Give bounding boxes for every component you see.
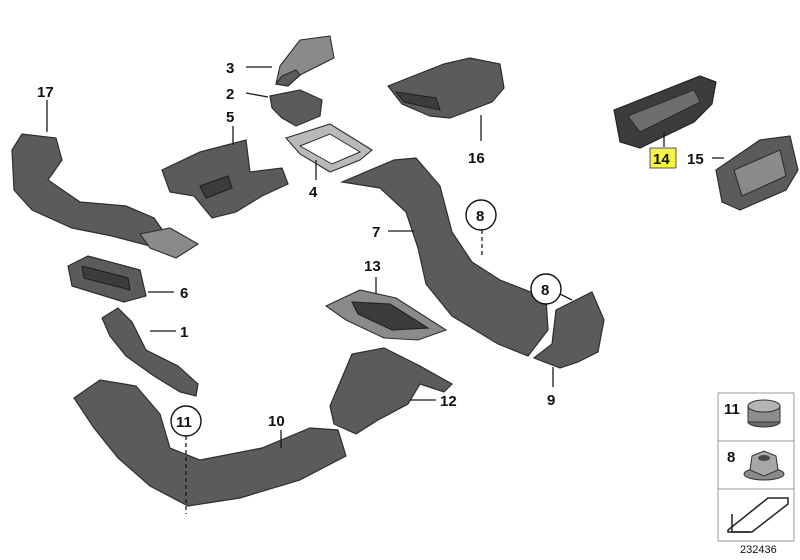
part-13-grille (324, 289, 448, 341)
callout-3[interactable]: 3 (226, 60, 234, 77)
figure-number: 232436 (740, 544, 777, 556)
callout-9[interactable]: 9 (547, 392, 555, 409)
callout-11[interactable]: 11 (176, 414, 192, 431)
circle-ref-11 (170, 405, 202, 437)
arrow-icon (727, 497, 789, 533)
callout-15[interactable]: 15 (687, 151, 704, 168)
callout-1[interactable]: 1 (180, 324, 188, 341)
callout-17[interactable]: 17 (37, 84, 54, 101)
callout-16[interactable]: 16 (468, 150, 485, 167)
part-9-bracket (532, 291, 605, 369)
part-5-twin-duct (161, 139, 289, 219)
callout-4[interactable]: 4 (309, 184, 318, 201)
callout-8a[interactable]: 8 (476, 208, 484, 225)
legend-label-8: 8 (727, 449, 735, 466)
circle-ref-8a (465, 199, 497, 231)
part-14-grille (613, 75, 717, 149)
part-3-duct (274, 35, 335, 87)
callout-2[interactable]: 2 (226, 86, 234, 103)
highlight-14 (649, 147, 677, 169)
callout-10[interactable]: 10 (268, 413, 285, 430)
part-10-duct (73, 379, 347, 507)
leader-8b (559, 293, 573, 301)
grommet-icon (747, 399, 781, 428)
callout-6[interactable]: 6 (180, 285, 188, 302)
callout-13[interactable]: 13 (364, 258, 381, 275)
legend-label-11: 11 (724, 401, 740, 418)
callout-14[interactable]: 14 (653, 151, 670, 168)
circle-ref-8b (530, 273, 562, 305)
part-1-duct (101, 307, 199, 397)
part-15-vent (715, 135, 799, 211)
callout-12[interactable]: 12 (440, 393, 457, 410)
part-2-bracket (269, 89, 323, 127)
nut-icon (743, 450, 785, 481)
part-7-duct (339, 157, 549, 357)
callout-5[interactable]: 5 (226, 109, 234, 126)
leader-2 (245, 92, 269, 98)
part-6-vent (67, 255, 147, 303)
part-12-duct (329, 347, 453, 435)
callout-8b[interactable]: 8 (541, 282, 549, 299)
callout-7[interactable]: 7 (372, 224, 380, 241)
part-16-duct (387, 57, 505, 119)
legend-panel: 11 8 (717, 392, 795, 542)
part-17-duct (11, 133, 200, 259)
part-4-gasket (285, 123, 373, 173)
